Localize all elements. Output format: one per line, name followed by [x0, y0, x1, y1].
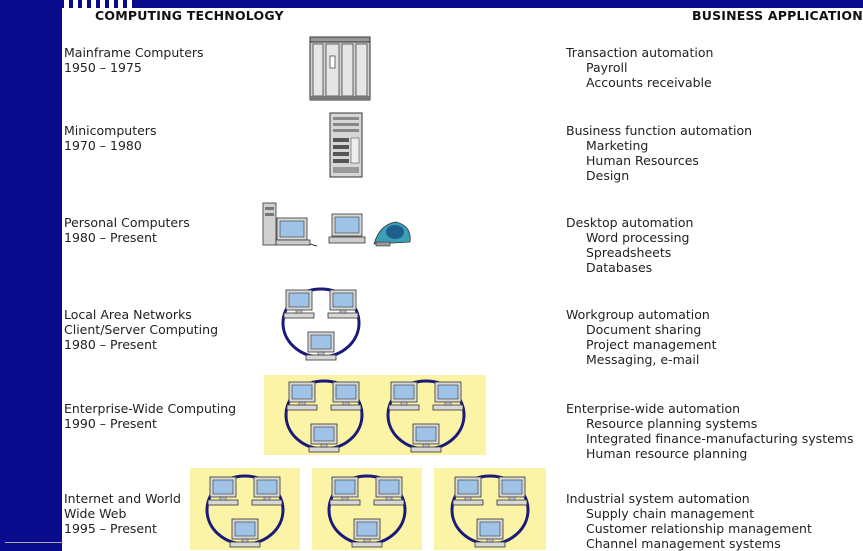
tech-label-internet: Internet and World Wide Web 1995 – Prese… [64, 491, 181, 536]
app-item: Word processing [586, 230, 690, 245]
app-title: Workgroup automation [566, 307, 710, 322]
app-title: Desktop automation [566, 215, 694, 230]
business-application-header: BUSINESS APPLICATION [692, 8, 863, 23]
mainframe-cabinet-icon [309, 36, 371, 101]
app-item: Design [586, 168, 630, 183]
app-item: Databases [586, 260, 653, 275]
checker-decoration [64, 0, 144, 9]
app-item: Accounts receivable [586, 75, 712, 90]
left-sidebar-band [0, 0, 62, 551]
tech-name: Enterprise-Wide Computing [64, 401, 237, 416]
tech-label-minicomputers: Minicomputers 1970 – 1980 [64, 123, 156, 153]
app-enterprise-wide-automation: Enterprise-wide automation Resource plan… [566, 401, 853, 461]
top-bar [62, 0, 863, 8]
app-item: Channel management systems [586, 536, 781, 551]
tech-name: Minicomputers [64, 123, 157, 138]
tech-years: 1990 – Present [64, 416, 157, 431]
app-item: Marketing [586, 138, 649, 153]
tech-name: Personal Computers [64, 215, 190, 230]
app-item: Supply chain management [586, 506, 755, 521]
app-title: Transaction automation [566, 45, 714, 60]
app-workgroup-automation: Workgroup automation Document sharing Pr… [566, 307, 716, 367]
lan-network-icon [281, 283, 361, 363]
tech-name: Client/Server Computing [64, 322, 219, 337]
enterprise-network-icon [264, 375, 486, 455]
app-item: Messaging, e-mail [586, 352, 700, 367]
app-transaction-automation: Transaction automation Payroll Accounts … [566, 45, 713, 90]
tech-years: 1980 – Present [64, 337, 157, 352]
app-desktop-automation: Desktop automation Word processing Sprea… [566, 215, 693, 275]
tech-years: 1950 – 1975 [64, 60, 142, 75]
app-item: Project management [586, 337, 717, 352]
tech-years: 1970 – 1980 [64, 138, 142, 153]
tech-name: Local Area Networks [64, 307, 192, 322]
personal-computers-icon [262, 202, 411, 247]
tech-name: Mainframe Computers [64, 45, 204, 60]
app-item: Integrated finance-manufacturing systems [586, 431, 854, 446]
footer-rule [5, 542, 63, 543]
tech-name: Internet and World [64, 491, 181, 506]
app-item: Human resource planning [586, 446, 748, 461]
app-item: Payroll [586, 60, 628, 75]
app-title: Enterprise-wide automation [566, 401, 741, 416]
tech-label-personal-computers: Personal Computers 1980 – Present [64, 215, 190, 245]
computing-technology-header: COMPUTING TECHNOLOGY [95, 8, 284, 23]
app-title: Business function automation [566, 123, 753, 138]
minicomputer-tower-icon [329, 112, 363, 178]
tech-years: 1995 – Present [64, 521, 157, 536]
app-item: Human Resources [586, 153, 699, 168]
tech-label-lan: Local Area Networks Client/Server Comput… [64, 307, 218, 352]
tech-label-enterprise: Enterprise-Wide Computing 1990 – Present [64, 401, 236, 431]
app-business-function-automation: Business function automation Marketing H… [566, 123, 752, 183]
app-title: Industrial system automation [566, 491, 750, 506]
app-item: Customer relationship management [586, 521, 812, 536]
tech-label-mainframe: Mainframe Computers 1950 – 1975 [64, 45, 204, 75]
app-item: Resource planning systems [586, 416, 758, 431]
app-item: Document sharing [586, 322, 702, 337]
tech-years: 1980 – Present [64, 230, 157, 245]
tech-name: Wide Web [64, 506, 127, 521]
app-industrial-system-automation: Industrial system automation Supply chai… [566, 491, 812, 551]
internet-networks-icon [190, 468, 546, 550]
app-item: Spreadsheets [586, 245, 672, 260]
